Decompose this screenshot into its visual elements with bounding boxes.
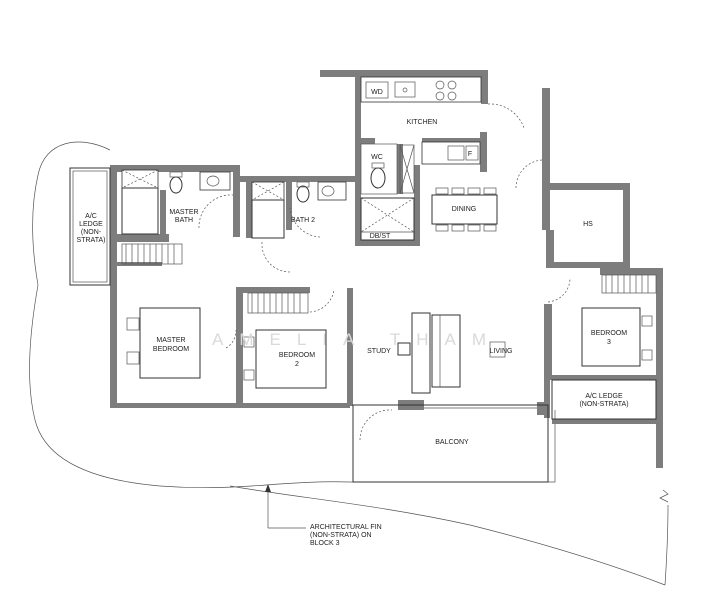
label-db-st: DB/ST	[370, 233, 391, 240]
fixtures	[69, 76, 657, 483]
annotation-line-1: ARCHITECTURAL FIN	[310, 524, 382, 531]
label-hs: HS	[583, 221, 593, 228]
architectural-fin-outline	[29, 141, 669, 586]
label-bath-2: BATH 2	[291, 217, 315, 224]
break-symbol	[659, 489, 669, 503]
label-ac-ledge-left-2: LEDGE	[79, 221, 103, 228]
fin-leader	[265, 484, 306, 529]
watermark: AMELIA THAM	[212, 330, 502, 349]
label-bedroom-2-num: 2	[295, 361, 299, 368]
label-master-bedroom: MASTER	[156, 337, 185, 344]
label-bedroom-3-num: 3	[607, 339, 611, 346]
label-ac-ledge-left: A/C	[85, 213, 97, 220]
label-ac-ledge-left-3: (NON-	[81, 229, 102, 236]
fin-annotation: ARCHITECTURAL FIN (NON-STRATA) ON BLOCK …	[310, 524, 382, 547]
label-dining: DINING	[452, 206, 477, 213]
label-bedroom-3: BEDROOM	[591, 330, 627, 337]
annotation-line-3: BLOCK 3	[310, 540, 340, 547]
label-master-bath: MASTER	[169, 209, 198, 216]
label-balcony: BALCONY	[435, 439, 469, 446]
walls	[110, 70, 663, 468]
annotation-line-2: (NON-STRATA) ON	[310, 532, 372, 539]
label-kitchen: KITCHEN	[407, 119, 438, 126]
label-ac-ledge-right: A/C LEDGE	[585, 393, 623, 400]
label-ac-ledge-left-4: STRATA)	[77, 237, 106, 244]
doors	[198, 103, 571, 441]
label-living: LIVING	[490, 348, 513, 355]
label-ac-ledge-right-2: (NON-STRATA)	[579, 401, 628, 408]
label-master-bedroom-2: BEDROOM	[153, 346, 189, 353]
label-master-bath-2: BATH	[175, 217, 193, 224]
room-labels: WD KITCHEN WC F HS DINING DB/ST MASTER B…	[77, 89, 629, 446]
label-bedroom-2: BEDROOM	[279, 352, 315, 359]
label-study: STUDY	[367, 348, 391, 355]
label-f: F	[468, 151, 472, 158]
label-wd: WD	[371, 89, 383, 96]
label-wc: WC	[371, 154, 383, 161]
